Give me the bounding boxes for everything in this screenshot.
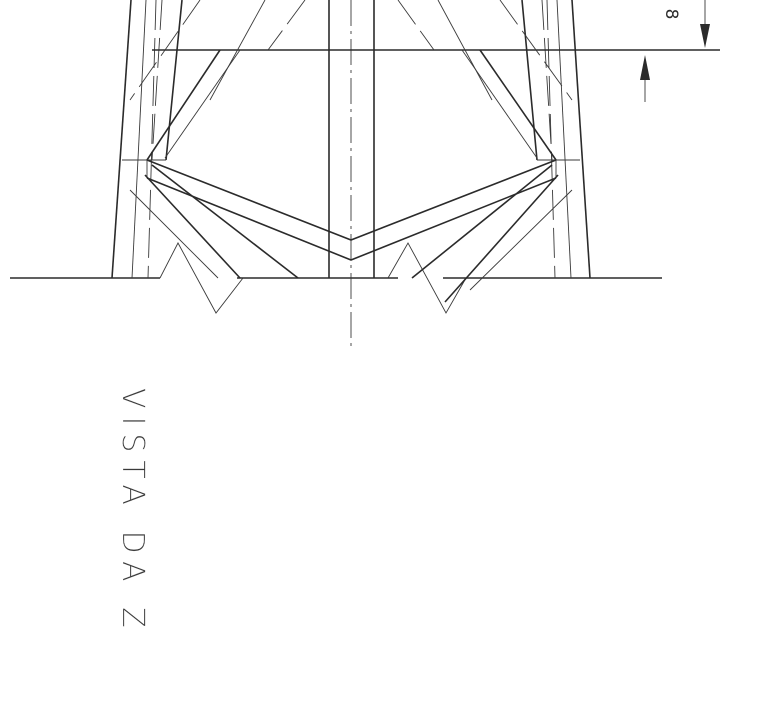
dimension-annotation: 8 (640, 0, 710, 102)
view-label: VISTA DA Z (115, 388, 150, 636)
upper-bracing (129, 0, 573, 161)
dimension-value: 8 (661, 9, 681, 20)
v-chords (146, 159, 557, 261)
dimension-arrow-down-icon (700, 24, 710, 48)
right-leg (521, 0, 591, 279)
center-column (328, 0, 375, 350)
break-symbol-left (159, 242, 244, 314)
lower-diagonals (129, 164, 573, 303)
dimension-arrow-up-icon (640, 55, 650, 80)
break-symbol-right (387, 242, 467, 314)
left-leg (111, 0, 183, 279)
